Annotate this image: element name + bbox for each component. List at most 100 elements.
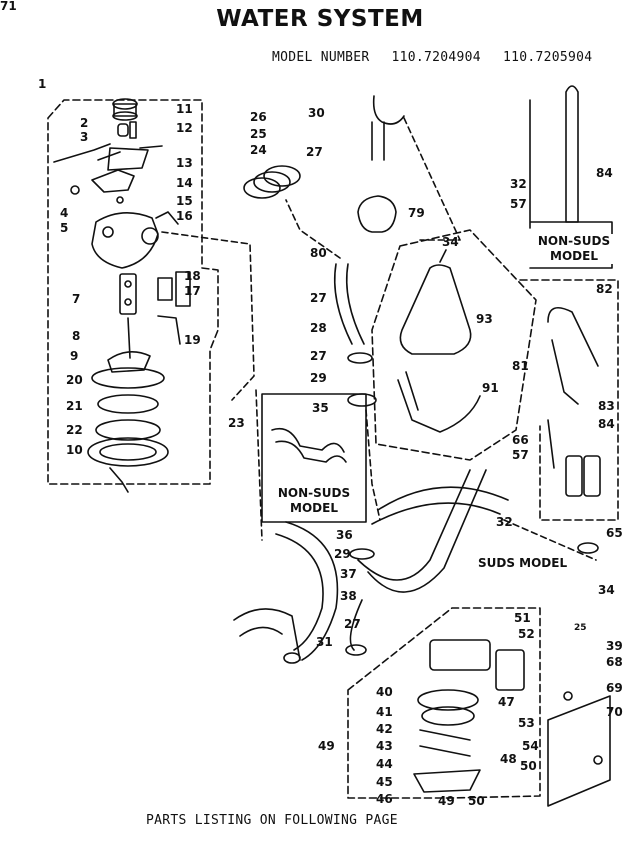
non-suds-box-left [261,393,367,523]
callout-12: 12 [176,121,193,135]
callout-39: 39 [606,639,623,653]
callout-51: 51 [514,611,531,625]
pump-parts [53,98,191,493]
callout-15: 15 [176,194,193,208]
suds-hoses [547,306,601,554]
callout-50: 50 [520,759,537,773]
callout-5: 5 [60,221,69,235]
callout-44: 44 [376,757,393,771]
suds-region [519,279,619,521]
callout-27: 27 [310,291,327,305]
gaskets [243,165,301,199]
callout-2: 2 [80,116,89,130]
callout-83: 83 [598,399,615,413]
callout-82: 82 [596,282,613,296]
callout-45: 45 [376,775,393,789]
non-suds-label-left: NON-SUDS MODEL [277,486,351,515]
callout-29: 29 [310,371,327,385]
callout-29: 29 [334,547,351,561]
callout-43: 43 [376,739,393,753]
callout-57: 57 [510,197,527,211]
callout-1: 1 [38,77,47,91]
callout-26: 26 [250,110,267,124]
callout-18: 18 [184,269,201,283]
callout-49: 49 [318,739,335,753]
tub-enclosure [371,229,537,461]
callout-46: 46 [376,792,393,806]
corner-mark: 25 [574,623,587,633]
suds-model-label: SUDS MODEL [478,556,568,570]
guide-lines [161,117,597,561]
callout-24: 24 [250,143,267,157]
callout-21: 21 [66,399,83,413]
callout-65: 65 [606,526,623,540]
callout-49: 49 [438,794,455,808]
callout-30: 30 [308,106,325,120]
callout-27: 27 [306,145,323,159]
callout-16: 16 [176,209,193,223]
callout-14: 14 [176,176,193,190]
callout-34: 34 [598,583,615,597]
valve-parts [413,639,525,793]
callout-3: 3 [80,130,89,144]
callout-36: 36 [336,528,353,542]
callout-84: 84 [596,166,613,180]
callout-57: 57 [512,448,529,462]
hoses [233,95,509,664]
non-suds-label-right: NON-SUDS MODEL [534,234,614,264]
callout-68: 68 [606,655,623,669]
callout-80: 80 [310,246,327,260]
bracket [547,691,611,807]
callout-41: 41 [376,705,393,719]
callout-91: 91 [482,381,499,395]
callout-40: 40 [376,685,393,699]
callout-28: 28 [310,321,327,335]
callout-71: 71 [0,0,17,13]
callout-20: 20 [66,373,83,387]
footer-note: PARTS LISTING ON FOLLOWING PAGE [146,813,398,828]
callout-8: 8 [72,329,81,343]
callout-32: 32 [496,515,513,529]
diagram-title: WATER SYSTEM [216,6,424,32]
callout-9: 9 [70,349,79,363]
callout-31: 31 [316,635,333,649]
callout-50: 50 [468,794,485,808]
callout-27: 27 [310,349,327,363]
model-number-1: 110.7204904 [391,50,481,65]
callout-66: 66 [512,433,529,447]
model-number-2: 110.7205904 [502,50,593,65]
valve-enclosure [347,607,541,799]
callout-37: 37 [340,567,357,581]
callout-79: 79 [408,206,425,220]
callout-17: 17 [184,284,201,298]
callout-19: 19 [184,333,201,347]
callout-23: 23 [228,416,245,430]
callout-11: 11 [176,102,193,116]
callout-10: 10 [66,443,83,457]
tub-cone [397,249,481,433]
callout-54: 54 [522,739,539,753]
callout-84: 84 [598,417,615,431]
callout-7: 7 [72,292,81,306]
model-number-line: MODEL NUMBER 110.7204904 110.7205904 [272,50,592,65]
callout-35: 35 [312,401,329,415]
callout-25: 25 [250,127,267,141]
callout-22: 22 [66,423,83,437]
callout-13: 13 [176,156,193,170]
callout-81: 81 [512,359,529,373]
callout-70: 70 [606,705,623,719]
callout-93: 93 [476,312,493,326]
callout-47: 47 [498,695,515,709]
callout-4: 4 [60,206,69,220]
callout-27: 27 [344,617,361,631]
model-number-label: MODEL NUMBER [272,50,370,65]
callout-53: 53 [518,716,535,730]
callout-69: 69 [606,681,623,695]
callout-38: 38 [340,589,357,603]
callout-48: 48 [500,752,517,766]
callout-52: 52 [518,627,535,641]
callout-42: 42 [376,722,393,736]
callout-32: 32 [510,177,527,191]
callout-34: 34 [442,235,459,249]
